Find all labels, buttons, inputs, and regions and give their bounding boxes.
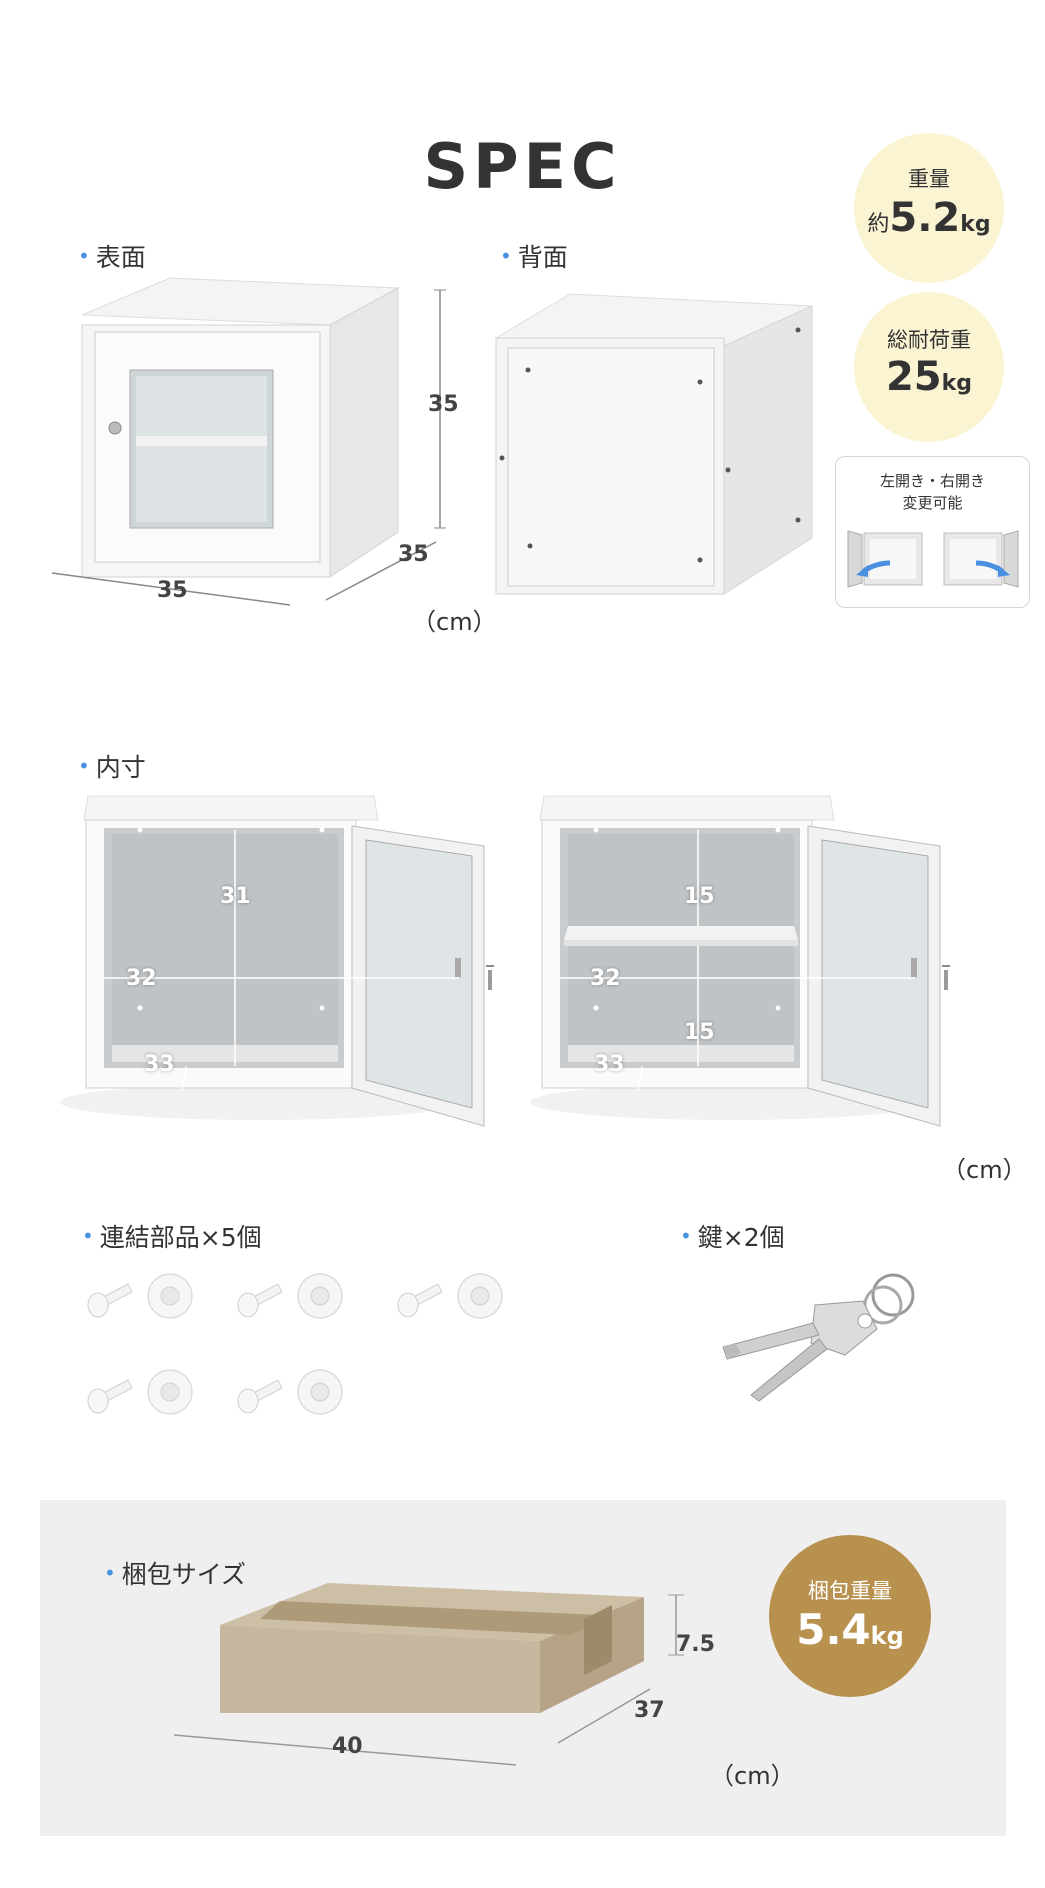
- front-label-text: 表面: [95, 243, 146, 272]
- front-width-dim: 35: [157, 578, 188, 603]
- back-cabinet-image: [494, 293, 813, 595]
- inner-a-width-dim: 32: [126, 966, 157, 991]
- inner-a-height-dim: 31: [220, 884, 251, 909]
- door-open-left-icon: [847, 530, 923, 588]
- weight-value: 5.2: [889, 195, 961, 241]
- inner-b-width-dim: 32: [590, 966, 621, 991]
- package-weight-row: 5.4kg: [769, 1605, 931, 1654]
- back-label: •背面: [500, 243, 568, 272]
- front-unit: （cm）: [412, 608, 497, 636]
- inner-label: •内寸: [78, 753, 146, 782]
- package-weight-unit: kg: [870, 1622, 904, 1650]
- weight-badge: 重量 約5.2kg: [854, 133, 1004, 283]
- inner-cabinet-a-image: [60, 795, 494, 1127]
- weight-unit: kg: [960, 212, 991, 237]
- keys-image: [722, 1273, 915, 1402]
- package-label: •梱包サイズ: [104, 1560, 247, 1589]
- back-label-text: 背面: [517, 243, 568, 272]
- load-unit: kg: [941, 371, 973, 396]
- parts-label-text: 連結部品×5個: [99, 1223, 262, 1252]
- inner-b-upper-dim: 15: [684, 884, 715, 909]
- load-value: 25: [885, 354, 942, 400]
- front-cabinet-image: [51, 277, 446, 606]
- keys-label: •鍵×2個: [680, 1223, 785, 1252]
- package-weight-value: 5.4: [796, 1605, 871, 1654]
- parts-label: •連結部品×5個: [82, 1223, 262, 1252]
- connector-parts-image: [87, 1273, 503, 1415]
- package-weight-title: 梱包重量: [808, 1579, 892, 1603]
- inner-a-depth-dim: 33: [144, 1052, 175, 1077]
- load-badge: 総耐荷重 25kg: [854, 292, 1004, 442]
- inner-cabinet-b-image: [530, 795, 950, 1127]
- weight-prefix: 約: [867, 212, 890, 237]
- load-title: 総耐荷重: [887, 328, 971, 352]
- front-depth-dim: 35: [398, 542, 429, 567]
- weight-title: 重量: [908, 167, 950, 191]
- inner-unit: （cm）: [942, 1156, 1027, 1184]
- package-width-dim: 40: [332, 1734, 363, 1759]
- keys-label-text: 鍵×2個: [697, 1223, 785, 1252]
- package-unit: （cm）: [710, 1762, 795, 1790]
- package-weight-badge: 梱包重量 5.4kg: [769, 1535, 931, 1697]
- door-open-right-icon: [943, 530, 1019, 588]
- door-direction-card: 左開き・右開き 変更可能: [835, 456, 1030, 608]
- load-value-row: 25kg: [854, 354, 1004, 400]
- package-height-dim: 7.5: [676, 1632, 715, 1657]
- weight-value-row: 約5.2kg: [854, 195, 1004, 241]
- door-line2: 変更可能: [902, 494, 963, 512]
- front-height-dim: 35: [428, 392, 459, 417]
- door-line1: 左開き・右開き: [879, 472, 985, 490]
- front-label: •表面: [78, 243, 146, 272]
- package-label-text: 梱包サイズ: [121, 1560, 247, 1589]
- inner-b-lower-dim: 15: [684, 1020, 715, 1045]
- inner-label-text: 内寸: [95, 753, 146, 782]
- inner-b-depth-dim: 33: [594, 1052, 625, 1077]
- package-depth-dim: 37: [634, 1698, 665, 1723]
- package-box-image: [173, 1583, 684, 1766]
- page-title: SPEC: [423, 130, 622, 203]
